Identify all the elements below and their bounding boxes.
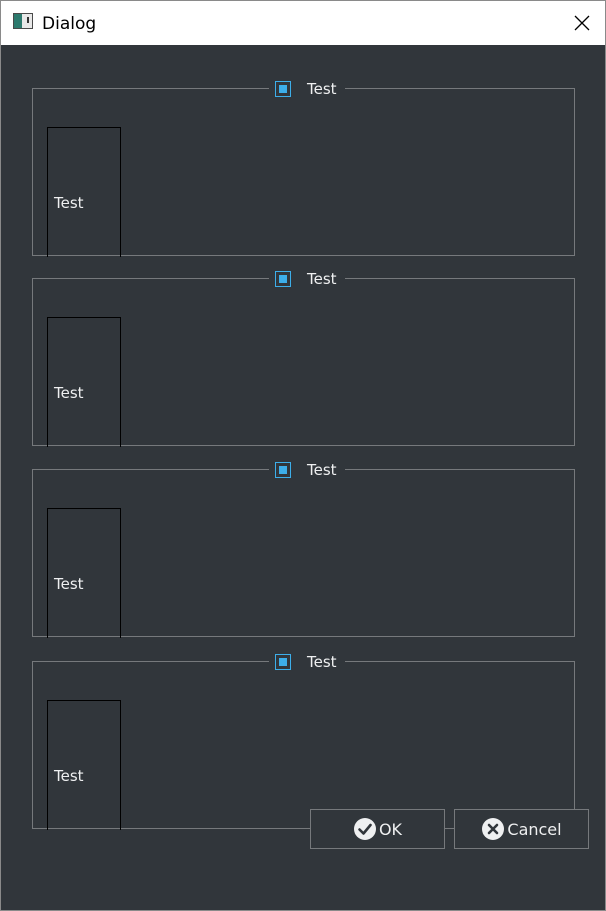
- tab-label: Test: [54, 767, 84, 785]
- x-circle-icon: [482, 818, 505, 840]
- group-label: Test: [307, 461, 337, 479]
- group-header[interactable]: Test: [269, 78, 345, 100]
- tab-label: Test: [54, 575, 84, 593]
- group-box: Test Test: [32, 78, 575, 257]
- cancel-button-label: Cancel: [507, 819, 562, 839]
- group-label: Test: [307, 653, 337, 671]
- tab-label: Test: [54, 384, 84, 402]
- ok-button-label: OK: [378, 819, 403, 839]
- group-box: Test Test: [32, 268, 575, 447]
- group-box: Test Test: [32, 651, 575, 830]
- group-header[interactable]: Test: [269, 268, 345, 290]
- close-icon: [574, 15, 590, 31]
- ok-button[interactable]: OK: [310, 809, 445, 849]
- group-checkbox[interactable]: [275, 271, 291, 287]
- app-window-icon: [13, 13, 33, 29]
- cancel-button[interactable]: Cancel: [454, 809, 589, 849]
- group-checkbox[interactable]: [275, 462, 291, 478]
- tab-widget[interactable]: Test: [47, 700, 121, 830]
- group-header[interactable]: Test: [269, 651, 345, 673]
- tab-widget[interactable]: Test: [47, 508, 121, 638]
- dialog-content: Test Test Test Test Test Test: [1, 45, 605, 910]
- group-label: Test: [307, 80, 337, 98]
- tab-widget[interactable]: Test: [47, 317, 121, 447]
- group-box: Test Test: [32, 459, 575, 638]
- group-checkbox[interactable]: [275, 654, 291, 670]
- title-bar[interactable]: Dialog: [1, 1, 605, 45]
- tab-widget[interactable]: Test: [47, 127, 121, 257]
- close-button[interactable]: [559, 1, 605, 45]
- group-label: Test: [307, 270, 337, 288]
- group-header[interactable]: Test: [269, 459, 345, 481]
- group-checkbox[interactable]: [275, 81, 291, 97]
- check-circle-icon: [353, 818, 376, 840]
- tab-label: Test: [54, 194, 84, 212]
- window-title: Dialog: [42, 14, 97, 34]
